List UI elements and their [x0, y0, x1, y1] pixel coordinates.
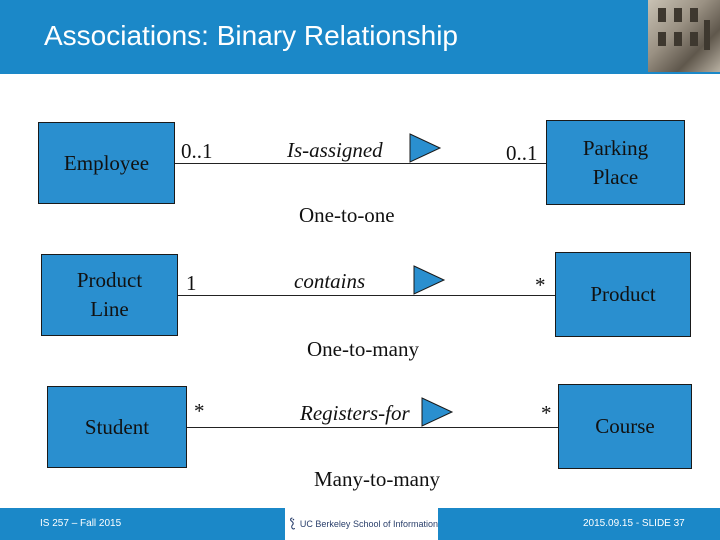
left-multiplicity-many-to-many: * — [194, 399, 205, 423]
slide-number: 2015.09.15 - SLIDE 37 — [583, 518, 685, 529]
right-multiplicity-one-to-many: * — [535, 273, 546, 297]
entity-product: Product — [555, 252, 691, 337]
caption-many-to-many: Many-to-many — [314, 467, 440, 491]
direction-arrow-icon — [409, 133, 442, 163]
right-multiplicity-one-to-one: 0..1 — [506, 141, 538, 165]
entity-employee: Employee — [38, 122, 175, 204]
slide-title: Associations: Binary Relationship — [44, 20, 458, 51]
caption-one-to-one: One-to-one — [299, 203, 395, 227]
entity-parking-place: Parking Place — [546, 120, 685, 205]
school-logo: UC Berkeley School of Information — [285, 508, 438, 540]
direction-arrow-icon — [421, 397, 454, 427]
course-label: IS 257 – Fall 2015 — [40, 518, 122, 529]
association-name-registers-for: Registers-for — [300, 401, 410, 425]
association-line-many-to-many — [187, 427, 558, 428]
slide-header: Associations: Binary Relationship — [0, 0, 720, 74]
campus-building-photo — [648, 0, 720, 72]
entity-student: Student — [47, 386, 187, 468]
direction-arrow-icon — [413, 265, 446, 295]
association-name-is-assigned: Is-assigned — [287, 138, 383, 162]
entity-course: Course — [558, 384, 692, 469]
association-name-contains: contains — [294, 269, 366, 293]
caption-one-to-many: One-to-many — [307, 337, 419, 361]
left-multiplicity-one-to-one: 0..1 — [181, 139, 213, 163]
association-line-one-to-one — [175, 163, 546, 164]
right-multiplicity-many-to-many: * — [541, 401, 552, 425]
entity-product-line: Product Line — [41, 254, 178, 336]
association-line-one-to-many — [178, 295, 555, 296]
berkeley-logo-icon — [290, 517, 295, 530]
logo-text: UC Berkeley School of Information — [299, 519, 438, 529]
left-multiplicity-one-to-many: 1 — [186, 271, 197, 295]
